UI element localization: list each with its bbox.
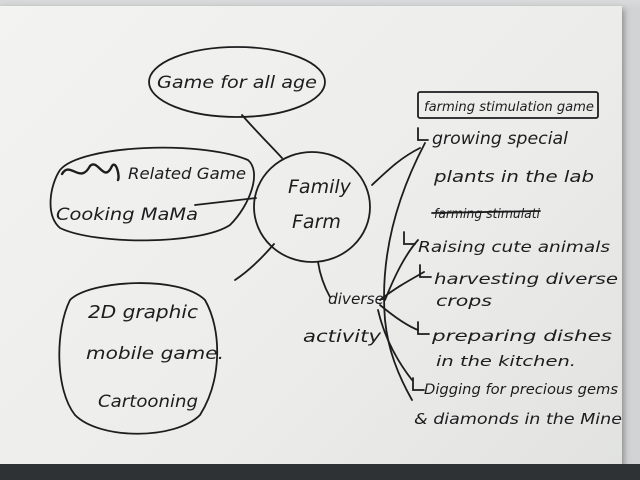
branch-digging	[377, 309, 413, 381]
item-growing-line1: growing special	[432, 129, 568, 149]
bubble-related-line2: Cooking MaMa	[56, 205, 198, 225]
item-digging-line1: Digging for precious gems	[424, 382, 618, 398]
item-harvest-line2: crops	[436, 292, 492, 310]
branch-raising	[384, 239, 419, 301]
center-circle	[253, 151, 371, 263]
table-surface	[0, 464, 640, 480]
connector-right	[371, 147, 421, 186]
boxed-title-frame	[417, 91, 599, 119]
item-raising: Raising cute animals	[418, 238, 610, 256]
bubble-related-line1: Related Game	[128, 164, 246, 183]
item-dishes-line1: preparing dishes	[431, 327, 613, 345]
bubble-graphic-line2: mobile game.	[86, 344, 224, 364]
bubble-graphic	[58, 282, 219, 435]
scribble-icon	[60, 163, 120, 182]
arrow-1-icon	[417, 127, 429, 141]
paper-sheet	[0, 6, 622, 466]
boxed-title: farming stimulation game	[424, 100, 594, 115]
bubble-graphic-line1: 2D graphic	[88, 302, 198, 323]
strike-farming	[431, 210, 541, 214]
center-line2: Farm	[292, 211, 341, 233]
bubble-age	[148, 46, 326, 118]
item-struck: farming stimulati	[434, 207, 540, 222]
connector-graphic	[234, 243, 275, 281]
arrow-4-icon	[417, 321, 430, 335]
bubble-graphic-line3: Cartooning	[98, 392, 198, 412]
connector-age	[241, 114, 283, 159]
connector-activity	[317, 261, 331, 298]
branch-harvest	[379, 271, 425, 301]
center-line1: Family	[288, 176, 352, 198]
branch-dishes	[379, 304, 419, 331]
item-growing-line2: plants in the lab	[433, 167, 594, 186]
bubble-related	[49, 146, 255, 242]
arrow-5-icon	[412, 377, 425, 391]
activity-bracket	[383, 142, 426, 401]
bubble-age-text: Game for all age	[157, 73, 317, 93]
activity-line2: activity	[303, 327, 382, 347]
item-dishes-line2: in the kitchen.	[436, 354, 576, 370]
arrow-3-icon	[419, 264, 432, 278]
connector-related	[194, 197, 257, 206]
item-digging-line2: & diamonds in the Mine	[414, 410, 622, 428]
arrow-2-icon	[403, 231, 416, 245]
activity-line1: diverse	[328, 290, 384, 308]
item-harvest-line1: harvesting diverse	[434, 270, 618, 288]
